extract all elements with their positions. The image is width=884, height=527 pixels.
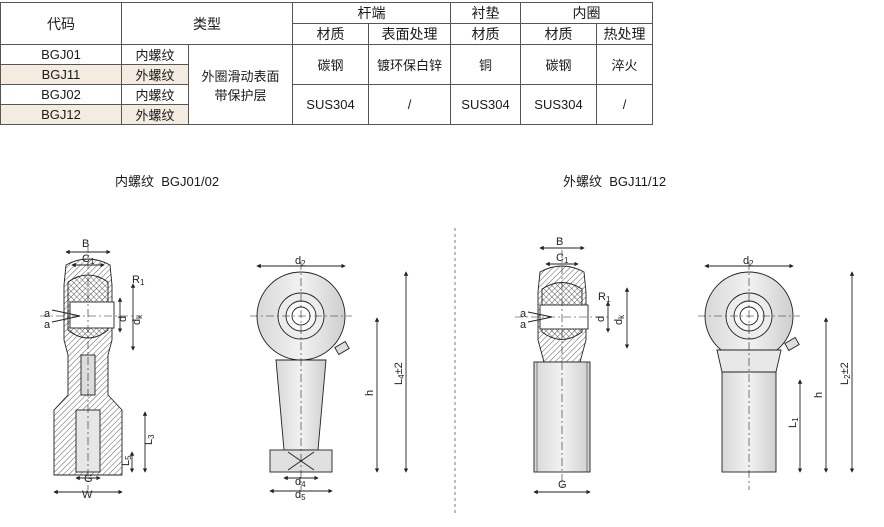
header-liner-material: 材质	[450, 23, 521, 45]
dim-d4: d4	[295, 476, 306, 489]
dim-d: d	[117, 316, 129, 322]
inner-material: 碳钢	[520, 44, 597, 85]
rod-material: SUS304	[292, 84, 369, 125]
table-row: BGJ12 外螺纹	[0, 104, 653, 125]
table-row: BGJ11 外螺纹	[0, 64, 653, 85]
heat-treatment: /	[596, 84, 653, 125]
thread-type: 内螺纹	[121, 44, 189, 65]
header-surface: 表面处理	[368, 23, 451, 45]
model-code: BGJ11	[0, 64, 122, 85]
dim-r1: R1	[132, 274, 145, 287]
thread-type: 外螺纹	[121, 104, 189, 125]
heat-treatment: 淬火	[596, 44, 653, 85]
dim-d2-ext: d2	[743, 255, 754, 268]
dim-dk-ext: dk	[613, 314, 626, 325]
dim-b-ext: B	[556, 236, 563, 248]
dim-l4: L4±2	[393, 362, 406, 385]
liner-material: 铜	[450, 44, 521, 85]
dim-dk: dk	[131, 314, 144, 325]
dim-c1: C1	[82, 253, 95, 266]
dim-a-bottom: a	[44, 319, 51, 331]
dim-h-ext: h	[813, 392, 825, 398]
dim-d5: d5	[295, 489, 306, 502]
dim-b: B	[82, 238, 89, 250]
dim-l1: L1	[787, 417, 800, 428]
dim-r1-ext: R1	[598, 291, 611, 304]
dim-d-ext: d	[595, 316, 607, 322]
header-code: 代码	[0, 2, 122, 45]
external-front-view	[698, 262, 855, 490]
header-type: 类型	[121, 2, 293, 45]
internal-front-view	[250, 262, 409, 494]
rod-material: 碳钢	[292, 44, 369, 85]
caption-internal: 内螺纹 BGJ01/02	[115, 174, 220, 189]
dim-l5: L5	[120, 455, 133, 466]
dim-h: h	[364, 390, 376, 396]
header-heat: 热处理	[596, 23, 653, 45]
surface-treatment: /	[368, 84, 451, 125]
external-section-view	[515, 245, 630, 495]
dim-g-ext: G	[558, 479, 567, 491]
table-row: BGJ02 内螺纹 SUS304 / SUS304 SUS304 /	[0, 84, 653, 125]
dim-d2: d2	[295, 255, 306, 268]
liner-material: SUS304	[450, 84, 521, 125]
inner-material: SUS304	[520, 84, 597, 125]
dim-a-bottom-ext: a	[520, 319, 527, 331]
header-inner-ring: 内圈	[520, 2, 653, 24]
dim-a-top: a	[44, 308, 51, 320]
dim-a-top-ext: a	[520, 308, 527, 320]
dim-c1-ext: C1	[556, 252, 569, 265]
type-note: 外圈滑动表面带保护层	[188, 44, 293, 125]
table-row: BGJ01 内螺纹 外圈滑动表面带保护层 碳钢 镀环保白锌 铜 碳钢 淬火	[0, 44, 653, 125]
caption-external: 外螺纹 BGJ11/12	[563, 174, 667, 189]
surface-treatment: 镀环保白锌	[368, 44, 451, 85]
thread-type: 外螺纹	[121, 64, 189, 85]
model-code: BGJ01	[0, 44, 122, 65]
internal-section-view	[40, 245, 148, 495]
dim-w: W	[82, 489, 93, 501]
dim-l2: L2±2	[839, 362, 852, 385]
dim-l3: L3	[143, 434, 156, 445]
dim-g: G	[84, 473, 93, 485]
spec-table: 代码 类型 杆端 衬垫 内圈 材质 表面处理 材质 材质 热处理 BGJ01 内…	[0, 2, 653, 125]
